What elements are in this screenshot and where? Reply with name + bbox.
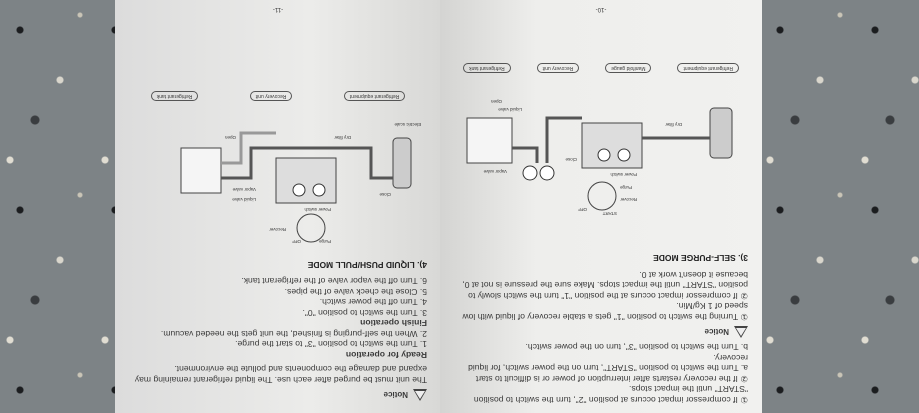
notice-heading: Notice (454, 326, 748, 338)
text-line: b. Turn the switch to position "3", turn… (525, 342, 749, 353)
manifold-gauge (539, 165, 555, 181)
manual-page-10: ① If compressor impact occurs at positio… (440, 0, 762, 413)
diagram-label: Vapor valve (483, 169, 507, 174)
label-refrigerant-tank: Refrigerant tank (150, 91, 199, 101)
diagram-label: Dry filter (665, 122, 682, 127)
text-line: recovery. (713, 353, 748, 363)
refrigerant-equipment (180, 147, 222, 194)
diagram-label: Dry filter (334, 135, 351, 140)
recovery-unit (581, 122, 643, 169)
text-line: a. Turn the switch to position "START", … (468, 363, 748, 374)
label-refrigerant-tank: Refrigerant tank (463, 63, 511, 73)
refrigerant-tank (709, 107, 733, 159)
diagram-label: START (602, 211, 617, 216)
finish-step: 5. Close the check valve of the pipes. (284, 287, 427, 297)
diagram-label: Close (379, 192, 391, 197)
label-recovery-unit: Recovery unit (249, 91, 293, 101)
finish-step: 6. Turn off the vapor valve of the refri… (241, 276, 427, 287)
diagram-label: Recover (269, 227, 286, 232)
section-title: 3). SELF-PURGE MODE (653, 253, 748, 264)
text-line: "START" until the impact stops. (629, 384, 748, 395)
notice-item: ② If compressor impact occurs at the pos… (462, 270, 748, 301)
label-recovery-unit: Recovery unit (536, 63, 580, 73)
diagram-label: Vapor valve (232, 187, 256, 192)
label-manifold-gauge: Manifold gauge (605, 63, 652, 73)
warning-icon (413, 389, 427, 401)
diagram-label: Recover (620, 197, 637, 202)
page-number: -10- (595, 6, 607, 12)
manual-page-11: Notice The unit must be purged after eac… (115, 0, 441, 413)
diagram-label: Liquid valve (498, 107, 522, 112)
label-refrigerant-equipment: Refrigerant equipment (343, 91, 406, 101)
finish-step: 3. Turn the switch to position "0". (302, 308, 427, 318)
notice-text: The unit must be purged after each use. … (134, 364, 427, 386)
self-purge-diagram: START Recover Purge OFF Power switch Liq… (466, 99, 733, 216)
text-line: ② If the recovery restarts after interru… (475, 374, 748, 384)
recovery-unit (275, 157, 337, 204)
label-refrigerant-equipment: Refrigerant equipment (677, 63, 739, 73)
diagram-label: Liquid valve (232, 197, 256, 202)
diagram-label: OFF (578, 207, 587, 212)
diagram-label: Open (224, 135, 236, 140)
ready-heading: Ready for operation (345, 350, 427, 360)
ready-step: 1. Turn the switch to position "3" to st… (235, 339, 427, 350)
diagram-label: Purge (318, 239, 331, 244)
text-line: ① If compressor impact occurs at positio… (473, 395, 748, 405)
diagram-label: OFF (292, 239, 301, 244)
warning-icon (734, 326, 748, 338)
notice-heading: Notice (129, 389, 427, 401)
diagram-label: Purge (619, 185, 632, 190)
refrigerant-tank (392, 137, 412, 189)
diagram-label: Open (490, 99, 502, 104)
notice-item: ① Turning the switch to position "1" get… (462, 301, 748, 323)
refrigerant-equipment (466, 117, 513, 164)
selector-knob (587, 181, 617, 211)
notice-label: Notice (704, 327, 729, 337)
diagram-label: Close (565, 157, 577, 162)
selector-knob (296, 213, 326, 243)
finish-step: 4. Turn off the power switch. (319, 297, 427, 308)
diagram-label: Electric scale (394, 122, 421, 127)
section-title: 4). LIQUID PUSH/PULL MODE (307, 260, 427, 270)
finish-heading: Finish operation (360, 318, 427, 329)
liquid-push-pull-diagram: Purge OFF Recover Power switch Vapor val… (180, 122, 421, 244)
ready-step: 2. When the self-purging is finished, th… (160, 329, 427, 339)
diagram-label: Power switch (610, 172, 637, 177)
page-number: -11- (272, 6, 284, 12)
notice-label: Notice (383, 390, 408, 400)
diagram-label: Power switch (304, 207, 331, 212)
